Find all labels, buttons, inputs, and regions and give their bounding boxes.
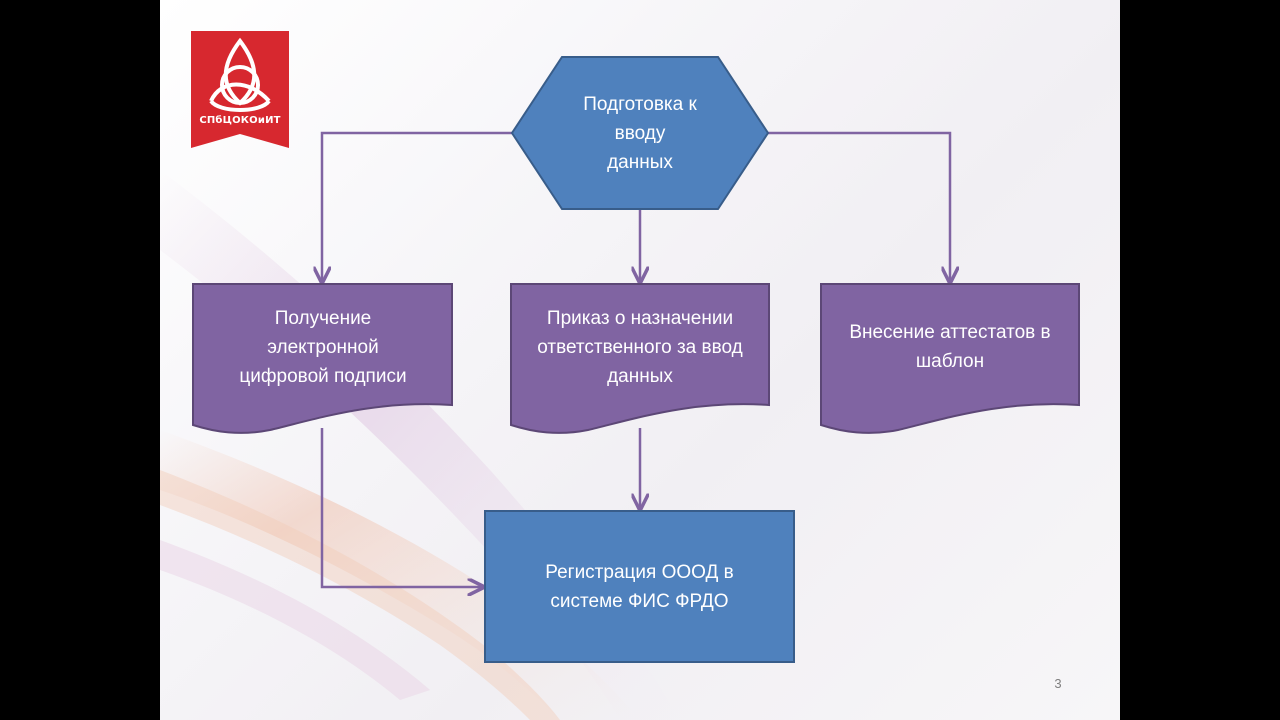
logo-emblem-icon [191,31,289,148]
node-certificates-label: Внесение аттестатов в шаблон [849,322,1051,372]
slide: СПбЦОКОиИТ Подготовка к вводу данных Пол… [160,0,1120,720]
node-registration-shape [484,510,795,663]
connector-prep-to-signature [322,131,512,282]
node-prep-label: Подготовка к вводу данных [583,93,697,173]
node-registration-label: Регистрация ОООД в системе ФИС ФРДО [545,561,734,612]
logo-text: СПбЦОКОиИТ [199,115,281,126]
node-signature-label: Получение электронной цифровой подписи [239,307,407,387]
node-prep-shape [510,56,770,210]
page-number: 3 [1054,676,1062,691]
node-signature-shape [192,283,453,434]
flowchart [192,56,1080,663]
node-order-label: Приказ о назначении ответственного за вв… [537,307,743,387]
node-order-shape [510,283,770,434]
connector-signature-to-registration [320,428,483,587]
logo: СПбЦОКОиИТ [191,31,289,148]
connector-prep-to-certificates [768,131,950,282]
node-certificates-shape [820,283,1080,434]
